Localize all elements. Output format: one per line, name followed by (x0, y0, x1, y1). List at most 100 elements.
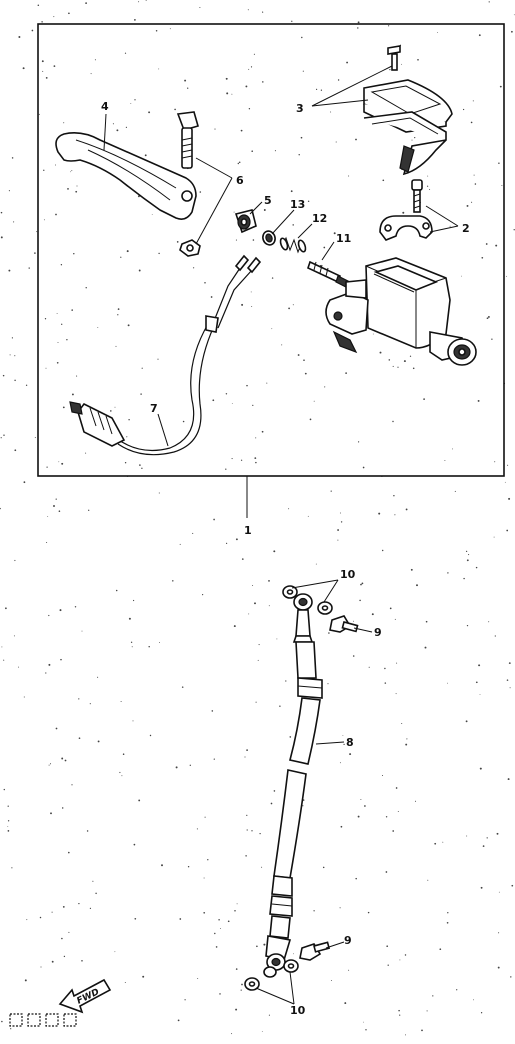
speckle-dot (498, 162, 500, 164)
speckle-dot (414, 136, 416, 139)
speckle-dot (7, 830, 10, 832)
speckle-dot (333, 232, 336, 235)
speckle-dot (55, 727, 58, 730)
speckle-dot (288, 508, 290, 510)
speckle-dot (254, 602, 256, 605)
speckle-dot (339, 907, 341, 909)
speckle-dot (55, 164, 56, 166)
speckle-dot (261, 866, 263, 868)
speckle-dot (133, 843, 136, 846)
speckle-dot (251, 830, 253, 832)
speckle-dot (115, 589, 118, 592)
speckle-dot (18, 36, 21, 38)
speckle-dot (337, 539, 339, 541)
speckle-dot (348, 969, 350, 971)
speckle-dot (337, 79, 340, 81)
speckle-dot (465, 720, 468, 723)
speckle-dot (1, 646, 3, 648)
speckle-dot (86, 830, 89, 832)
speckle-dot (204, 282, 206, 284)
lever-pivot-bolt (176, 111, 199, 169)
speckle-dot (465, 550, 468, 553)
speckle-dot (11, 157, 14, 159)
speckle-dot (214, 932, 216, 935)
speckle-dot (85, 452, 87, 454)
speckle-dot (231, 403, 233, 404)
speckle-dot (75, 190, 78, 193)
speckle-dot (394, 618, 396, 620)
speckle-dot (481, 256, 484, 259)
speckle-dot (396, 662, 398, 664)
speckle-dot (477, 399, 480, 402)
speckle-dot (241, 303, 244, 306)
speckle-dot (253, 53, 255, 55)
speckle-dot (64, 759, 67, 762)
speckle-dot (302, 70, 304, 72)
callout-13: 13 (290, 198, 305, 211)
speckle-dot (78, 902, 80, 905)
speckle-dot (345, 372, 347, 374)
speckle-dot (245, 85, 248, 88)
speckle-dot (491, 338, 493, 340)
speckle-dot (411, 139, 413, 141)
speckle-dot (474, 183, 477, 185)
speckle-dot (352, 655, 355, 657)
speckle-dot (313, 400, 315, 402)
speckle-dot (255, 437, 257, 439)
speckle-dot (225, 77, 228, 80)
speckle-dot (437, 32, 439, 33)
speckle-dot (134, 99, 136, 101)
speckle-dot (324, 386, 326, 388)
speckle-dot (179, 918, 182, 920)
speckle-dot (141, 367, 143, 369)
speckle-dot (61, 462, 64, 465)
speckle-dot (7, 820, 10, 822)
speckle-dot (405, 1034, 406, 1036)
speckle-dot (9, 354, 11, 356)
speckle-dot (461, 275, 463, 277)
speckle-dot (342, 735, 344, 736)
speckle-dot (149, 734, 152, 737)
speckle-dot (0, 507, 1, 510)
speckle-dot (412, 367, 415, 370)
reservoir-cover-screw (387, 45, 401, 71)
speckle-dot (262, 81, 264, 83)
speckle-dot (486, 317, 489, 320)
speckle-dot (114, 951, 116, 953)
speckle-dot (434, 842, 437, 845)
speckle-dot (416, 584, 418, 587)
speckle-dot (48, 614, 50, 617)
speckle-dot (62, 905, 65, 908)
speckle-dot (472, 100, 474, 102)
speckle-dot (61, 937, 63, 940)
speckle-dot (397, 366, 399, 368)
speckle-dot (42, 70, 44, 72)
speckle-dot (468, 554, 470, 556)
speckle-dot (158, 492, 160, 494)
speckle-dot (24, 979, 27, 982)
speckle-dot (348, 175, 350, 177)
speckle-dot (237, 162, 239, 165)
callout-1: 1 (244, 524, 252, 537)
speckle-dot (88, 509, 90, 511)
speckle-dot (204, 816, 206, 818)
speckle-dot (76, 185, 78, 187)
speckle-dot (155, 30, 158, 32)
speckle-dot (246, 749, 248, 751)
speckle-dot (5, 607, 7, 610)
speckle-dot (504, 481, 506, 483)
speckle-dot (309, 418, 312, 421)
speckle-dot (125, 126, 127, 128)
speckle-dot (13, 221, 15, 223)
speckle-dot (262, 11, 264, 13)
speckle-dot (48, 663, 51, 666)
speckle-dot (62, 406, 65, 409)
speckle-dot (7, 805, 9, 807)
speckle-dot (511, 884, 514, 887)
speckle-dot (181, 686, 184, 688)
speckle-dot (219, 993, 221, 995)
speckle-dot (313, 910, 315, 912)
callout-2: 2 (462, 222, 470, 235)
speckle-dot (466, 204, 469, 207)
speckle-dot (95, 892, 97, 895)
